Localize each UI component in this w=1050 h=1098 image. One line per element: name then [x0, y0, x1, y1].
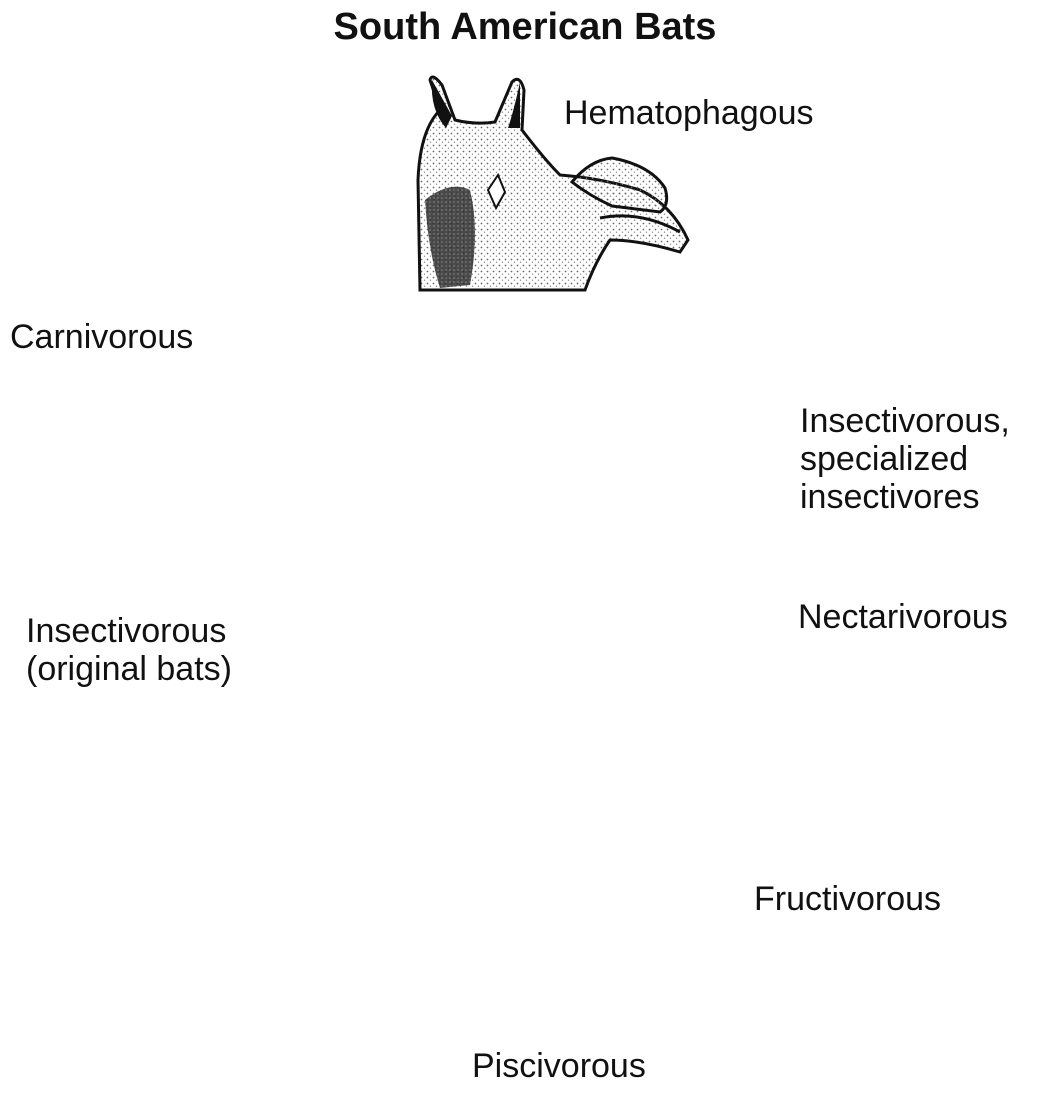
label-hematophagous: Hematophagous [564, 94, 814, 132]
label-frugivorous: Fructivorous [754, 880, 941, 918]
label-insectivorous-specialized: Insectivorous, specialized insectivores [800, 402, 1010, 516]
label-piscivorous: Piscivorous [472, 1047, 646, 1085]
label-insectivorous-original: Insectivorous (original bats) [26, 612, 232, 688]
label-carnivorous: Carnivorous [10, 318, 193, 356]
label-nectarivorous: Nectarivorous [798, 598, 1008, 636]
